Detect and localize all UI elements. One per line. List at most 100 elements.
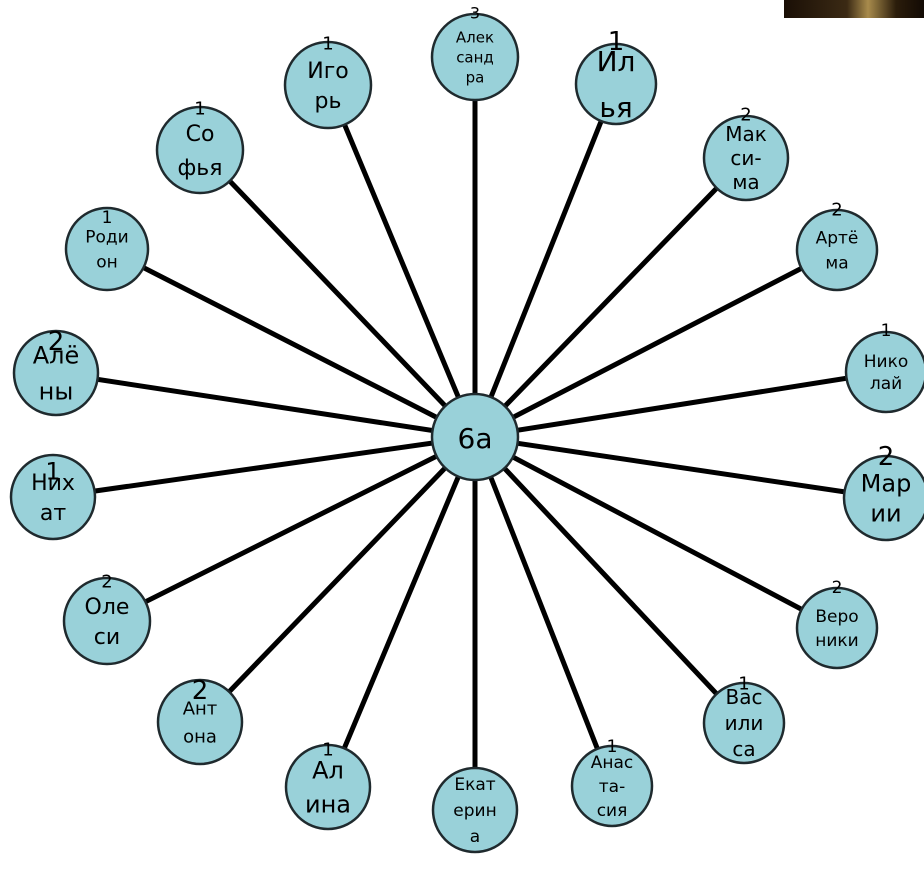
- corner-photo-fragment: [784, 0, 924, 18]
- node-label-line: рь: [315, 89, 342, 114]
- node-label-line: ья: [599, 91, 632, 124]
- node-label-line: Них: [31, 471, 75, 496]
- spoke-igorya: [325, 84, 478, 438]
- spoke-marii: [474, 434, 887, 501]
- node-label-line: Мак: [725, 122, 767, 146]
- spoke-olesi: [105, 434, 477, 624]
- spoke-ilya: [472, 83, 619, 438]
- node-circle: [570, 744, 654, 828]
- name-node-ekaterina[interactable]: Екат ерин а: [431, 766, 519, 854]
- spoke-anastasiya: [472, 436, 615, 787]
- node-count: 1: [45, 457, 60, 485]
- node-label-line: Алек: [456, 28, 494, 46]
- node-label-line: сия: [597, 801, 628, 821]
- spoke-nihat: [52, 434, 476, 500]
- node-label-line: Нико: [864, 352, 909, 372]
- node-label-line: Ант: [183, 698, 218, 719]
- node-label-line: Екат: [454, 775, 495, 795]
- node-count: 2: [101, 571, 112, 592]
- spoke-rodion: [105, 246, 477, 440]
- node-label-line: ма: [825, 254, 848, 274]
- spoke-alina: [325, 436, 478, 788]
- node-count: 1: [738, 673, 749, 694]
- node-label-line: санд: [456, 48, 494, 66]
- spokes-layer: [52, 57, 887, 810]
- node-circle: [702, 681, 786, 765]
- node-label-line: Вас: [726, 685, 763, 709]
- spoke-veroniki: [473, 434, 839, 631]
- node-circle: [62, 576, 152, 666]
- node-label-line: или: [725, 711, 764, 735]
- node-count: 2: [192, 676, 209, 706]
- node-count: 1: [322, 33, 333, 54]
- node-label-line: ма: [732, 170, 759, 194]
- node-count: 2: [831, 199, 842, 220]
- node-count: 2: [48, 327, 65, 357]
- spoke-vasilisa: [473, 435, 746, 725]
- node-count: 3: [470, 4, 480, 23]
- node-label-line: Артё: [816, 229, 859, 249]
- node-circle: [795, 208, 879, 292]
- spoke-aleny: [55, 370, 476, 440]
- node-count: 1: [881, 321, 892, 341]
- name-node-alina[interactable]: 1Ал ина: [284, 739, 372, 831]
- node-label-line: си: [94, 625, 120, 650]
- node-label-line: Иго: [307, 59, 348, 84]
- node-label-line: ники: [815, 631, 858, 651]
- node-label-line: са: [732, 737, 755, 761]
- node-circle: [430, 12, 520, 102]
- node-circle: [844, 330, 924, 414]
- node-label-line: ерин: [453, 801, 496, 821]
- node-circle: [284, 743, 372, 831]
- node-count: 2: [832, 578, 843, 598]
- node-circle: [155, 105, 245, 195]
- node-circle: [431, 766, 519, 854]
- node-label-line: ны: [39, 378, 74, 406]
- node-circle: [283, 40, 373, 130]
- node-label-line: Оле: [85, 595, 130, 620]
- node-label-line: Мар: [861, 470, 912, 498]
- center-label: 6а: [458, 422, 493, 455]
- node-circle: [842, 454, 924, 542]
- node-label-line: Анас: [591, 753, 634, 773]
- center-node[interactable]: 6а: [430, 392, 520, 482]
- node-label-line: ра: [466, 68, 485, 86]
- spoke-maksima: [473, 156, 748, 439]
- node-label-line: Роди: [85, 228, 128, 248]
- node-count: 2: [740, 104, 751, 125]
- node-count: 1: [102, 208, 113, 228]
- node-count: 1: [322, 739, 333, 760]
- node-label-line: Ил: [597, 45, 636, 78]
- node-circle: [64, 206, 150, 292]
- node-count: 1: [194, 98, 205, 119]
- node-circle: [702, 114, 790, 202]
- node-label-line: си-: [730, 146, 761, 170]
- node-circle: [12, 329, 100, 417]
- node-label-line: фья: [177, 156, 222, 181]
- spoke-sofya: [198, 148, 477, 439]
- node-label-line: лай: [870, 374, 902, 394]
- node-label-line: а: [470, 827, 480, 847]
- node-label-line: та-: [599, 777, 625, 797]
- node-label-line: ина: [305, 791, 351, 819]
- spoke-antona: [198, 435, 477, 724]
- node-label-line: Ал: [312, 757, 344, 785]
